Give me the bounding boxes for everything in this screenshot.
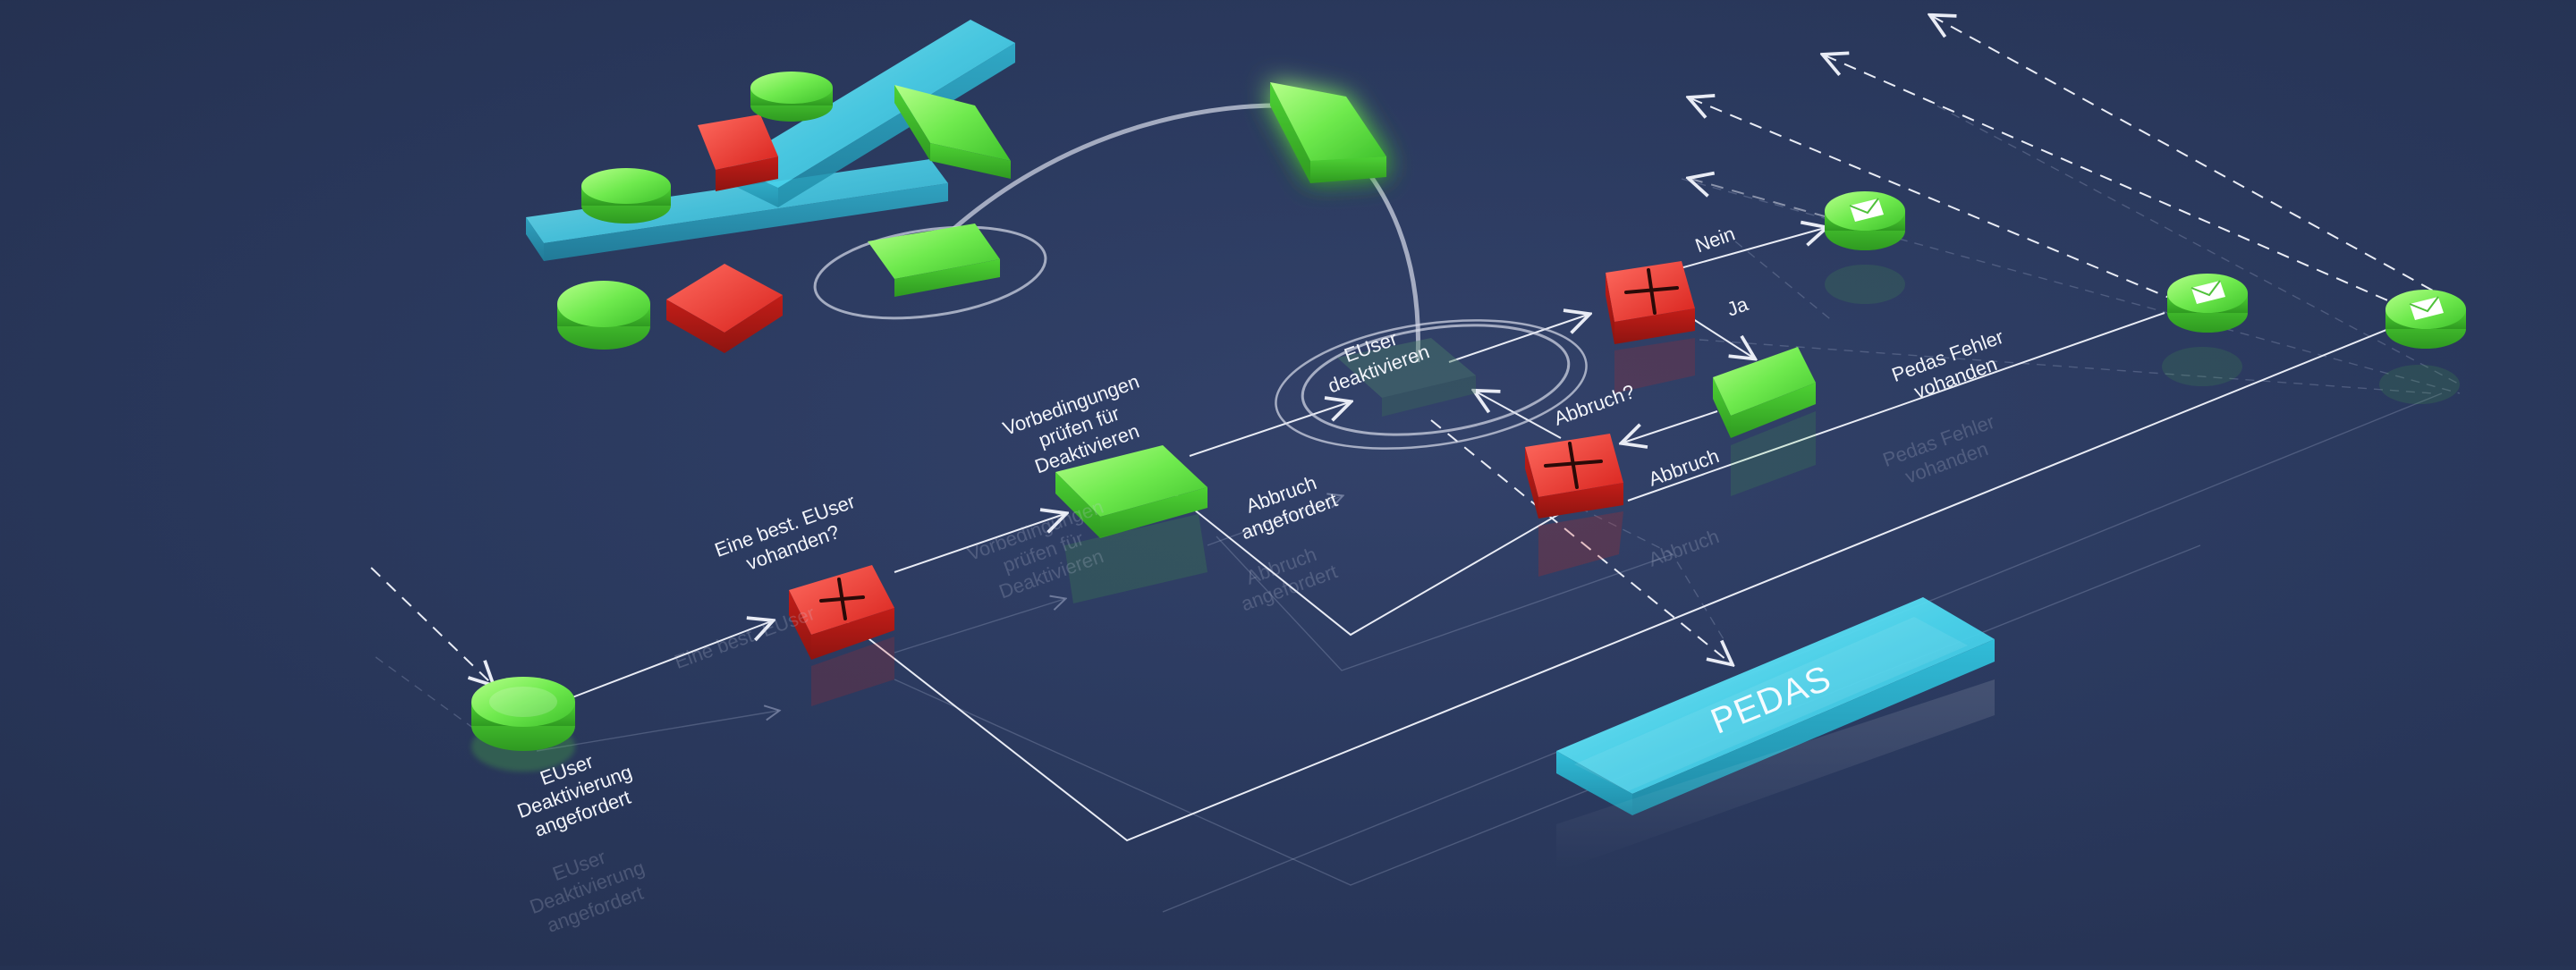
label-pedas-error: Pedas Fehler vohanden [1889,325,2007,403]
gateway-nein-ja[interactable] [1606,261,1695,393]
end-event-2[interactable] [2162,274,2248,386]
green-disc-a [581,168,671,224]
green-slab-b [868,224,1000,297]
label-start-event-reflection: EUser Deaktivierung angefordert [527,846,648,937]
gateway-exists[interactable] [789,565,894,706]
pedas-system[interactable] [1556,597,1995,872]
gateway-cancel[interactable] [1525,434,1623,577]
label-gateway-exists-reflection: Eine best. EUser [672,602,818,673]
task-deactivate[interactable] [1337,338,1476,417]
label-gateway-exists: Eine best. EUser vohanden? [712,490,859,575]
plus-icon [819,578,865,620]
end-event-3[interactable] [2379,290,2466,404]
green-disc-c [557,281,650,350]
red-block-b [666,264,783,353]
tool-palette-cluster [526,20,1015,353]
plus-icon [1544,442,1603,489]
task-pedas-error[interactable] [1713,347,1816,496]
label-pedas-error-reflection: Pedas Fehler vohanden [1880,410,1998,488]
start-event[interactable] [471,677,575,772]
label-nein: Nein [1692,222,1738,257]
label-cancel-requested: Abbruch angefordert [1238,471,1340,544]
label-abbruch-refl: Abbruch [1646,525,1723,571]
envelope-icon [2409,296,2444,320]
task-preconditions[interactable] [1055,445,1208,603]
label-abbruch-reflection: Abbruch [1646,525,1723,571]
label-nein-text: Nein [1692,222,1738,257]
label-ja: Ja [1724,292,1751,321]
label-abbruch-text: Abbruch [1646,444,1723,491]
label-ja-text: Ja [1724,292,1751,321]
label-task-deactivate: EUser deaktivieren [1325,327,1432,398]
label-cancel-requested-reflection: Abbruch angefordert [1238,543,1340,615]
floating-task-glow [1270,82,1386,183]
end-event-1[interactable] [1825,191,1905,304]
label-gateway-exists-refl: Eine best. EUser [672,602,818,673]
red-block-a [698,114,778,191]
envelope-icon [2190,280,2225,304]
label-abbruch: Abbruch [1646,444,1723,491]
envelope-icon [1849,198,1884,222]
plus-icon [1624,268,1679,315]
label-gateway-cancel-text: Abbruch? [1551,380,1638,430]
label-gateway-cancel: Abbruch? [1551,380,1638,430]
green-slab-a [894,85,1011,179]
green-disc-b [750,72,833,122]
sequence-flows [370,16,2434,842]
